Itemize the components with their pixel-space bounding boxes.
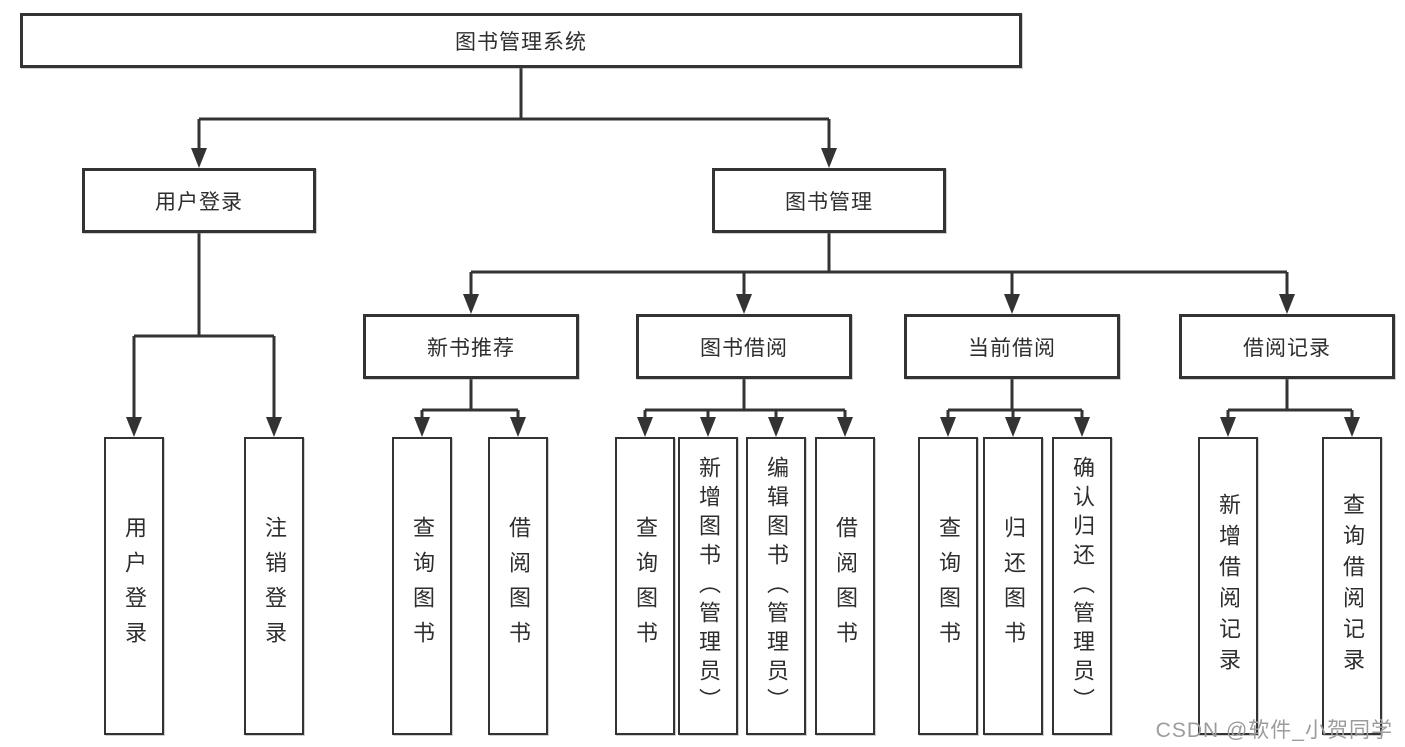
node-book-borrow: 图书借阅 (636, 314, 852, 379)
leaf-confirm-return-admin-label: 确认归还（管理员） (1070, 455, 1095, 717)
node-root: 图书管理系统 (20, 13, 1022, 68)
leaf-borrow-books-1: 借阅图书 (488, 437, 548, 735)
leaf-query-books-3-label: 查询图书 (936, 516, 961, 656)
arrowhead-group (126, 148, 1360, 437)
leaf-add-borrow-record-label: 新增借阅记录 (1216, 493, 1241, 679)
node-borrow-record-label: 借阅记录 (1243, 336, 1331, 360)
leaf-query-books-2-label: 查询图书 (633, 516, 658, 656)
leaf-query-books-2: 查询图书 (615, 437, 675, 735)
leaf-borrow-books-2: 借阅图书 (815, 437, 875, 735)
leaf-edit-book-admin-label: 编辑图书（管理员） (764, 455, 789, 717)
node-user-login: 用户登录 (82, 168, 316, 233)
leaf-add-borrow-record: 新增借阅记录 (1198, 437, 1258, 735)
leaf-return-book-label: 归还图书 (1001, 516, 1026, 656)
node-new-book-recommend-label: 新书推荐 (427, 336, 515, 360)
leaf-logout-label: 注销登录 (262, 516, 287, 656)
leaf-add-book-admin-label: 新增图书（管理员） (696, 455, 721, 717)
node-book-borrow-label: 图书借阅 (700, 336, 788, 360)
node-current-borrow: 当前借阅 (904, 314, 1120, 379)
leaf-query-borrow-record-label: 查询借阅记录 (1340, 493, 1365, 679)
leaf-confirm-return-admin: 确认归还（管理员） (1052, 437, 1112, 735)
leaf-query-books-1-label: 查询图书 (410, 516, 435, 656)
leaf-edit-book-admin: 编辑图书（管理员） (746, 437, 806, 735)
leaf-query-books-3: 查询图书 (918, 437, 978, 735)
node-new-book-recommend: 新书推荐 (363, 314, 579, 379)
watermark: CSDN @软件_小贺同学 (1155, 719, 1393, 742)
leaf-return-book: 归还图书 (983, 437, 1043, 735)
leaf-logout: 注销登录 (244, 437, 304, 735)
node-current-borrow-label: 当前借阅 (968, 336, 1056, 360)
node-borrow-record: 借阅记录 (1179, 314, 1395, 379)
leaf-borrow-books-2-label: 借阅图书 (833, 516, 858, 656)
leaf-add-book-admin: 新增图书（管理员） (678, 437, 738, 735)
leaf-query-borrow-record: 查询借阅记录 (1322, 437, 1382, 735)
node-book-management: 图书管理 (712, 168, 946, 233)
node-root-label: 图书管理系统 (455, 30, 587, 54)
leaf-query-books-1: 查询图书 (392, 437, 452, 735)
node-user-login-label: 用户登录 (155, 190, 243, 214)
leaf-user-login-label: 用户登录 (122, 516, 147, 656)
leaf-borrow-books-1-label: 借阅图书 (506, 516, 531, 656)
leaf-user-login: 用户登录 (104, 437, 164, 735)
node-book-management-label: 图书管理 (785, 190, 873, 214)
